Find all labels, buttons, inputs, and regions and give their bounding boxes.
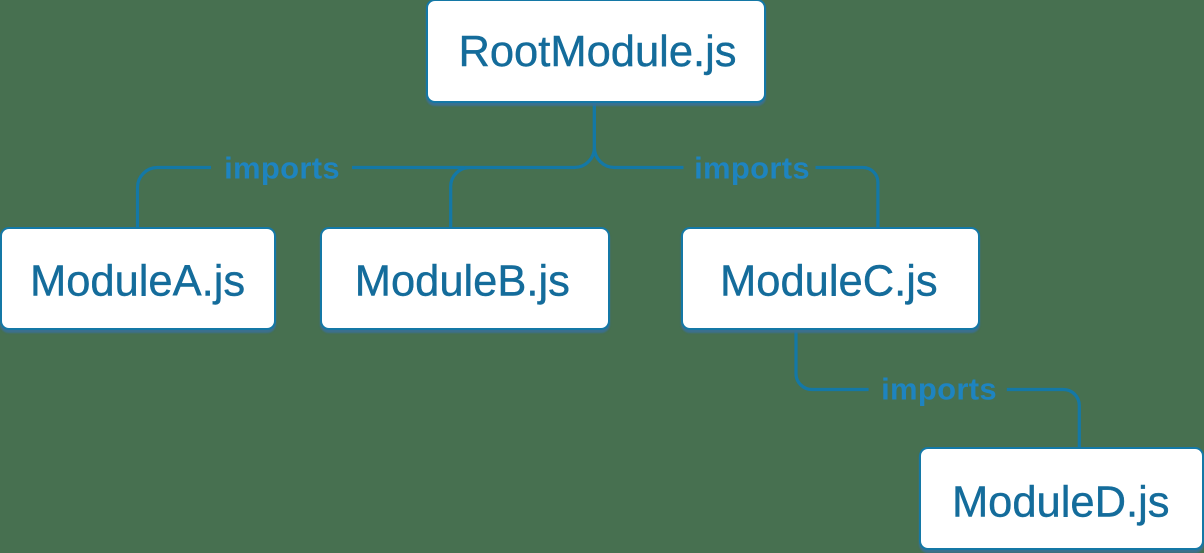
svg-text:imports: imports <box>694 151 810 186</box>
svg-text:imports: imports <box>224 151 340 186</box>
svg-text:imports: imports <box>881 372 997 407</box>
